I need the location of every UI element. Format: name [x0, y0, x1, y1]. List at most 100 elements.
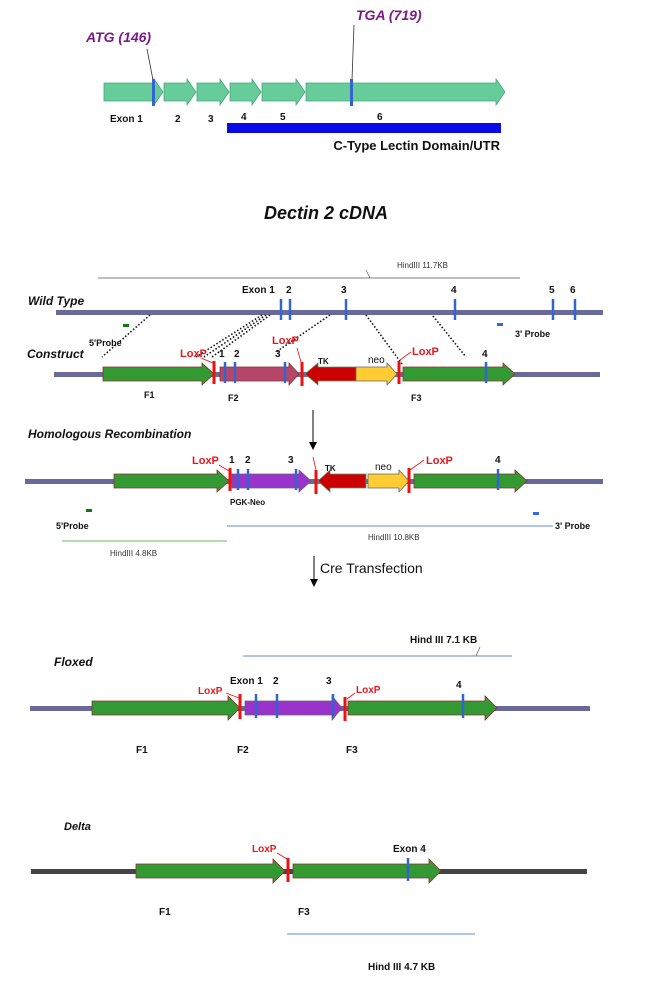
floxed-exon-marker-3	[331, 694, 335, 718]
floxed-f3-arrow	[347, 695, 498, 721]
construct-exon-marker-1	[223, 362, 227, 383]
construct-neo-arrow	[355, 361, 398, 387]
construct-f3-arrow	[402, 362, 516, 386]
wt-exon-marker-6	[573, 299, 577, 320]
delta-loxp-label: LoxP	[252, 844, 277, 855]
hr-loxp-1	[228, 468, 232, 491]
construct-section: Construct LoxP LoxP LoxP 1 2 3 4 TK neo …	[27, 335, 600, 403]
hr-exon-marker-1	[236, 469, 240, 490]
hr-hind-large-label: HindIII 10.8KB	[368, 533, 420, 542]
hr-5prime-probe-label: 5'Probe	[56, 521, 89, 531]
wt-exon-marker-3	[344, 299, 348, 320]
floxed-exon-label-1: Exon 1	[230, 676, 263, 687]
construct-exon-marker-3	[283, 362, 287, 383]
floxed-loxp-label-2: LoxP	[356, 685, 381, 696]
wt-3prime-probe-label: 3' Probe	[515, 329, 550, 339]
construct-exon-label-4: 4	[482, 349, 488, 360]
wt-5prime-probe-label: 5'Probe	[89, 338, 122, 348]
floxed-loxp-1	[238, 694, 242, 719]
construct-exon-label-3: 3	[275, 349, 281, 360]
atg-label: ATG (146)	[85, 29, 151, 45]
construct-fragment-f2: F2	[228, 393, 239, 403]
floxed-hind-label: Hind III 7.1 KB	[410, 635, 477, 646]
cdna-exon-label-5: 5	[280, 112, 286, 123]
cdna-exon-label-1: Exon 1	[110, 114, 143, 125]
construct-exon-marker-2	[233, 362, 237, 383]
atg-marker	[152, 79, 155, 106]
floxed-exon-label-3: 3	[326, 676, 332, 687]
floxed-exon-label-4: 4	[456, 680, 462, 691]
wt-exon-marker-1	[279, 299, 283, 320]
construct-loxp-1	[212, 361, 216, 384]
hr-loxp-3	[407, 468, 411, 493]
wt-hind-label: HindIII 11.7KB	[397, 261, 448, 270]
cdna-exon-arrows	[103, 77, 506, 107]
construct-loxp-leader-1	[200, 357, 214, 364]
delta-f3-arrow	[292, 858, 442, 884]
hr-neo-label: neo	[375, 462, 392, 473]
hr-5prime-probe-mark	[86, 509, 92, 512]
floxed-loxp-2	[343, 697, 347, 721]
tga-leader-line	[351, 24, 355, 81]
delta-loxp	[286, 858, 290, 882]
cdna-section: ATG (146) TGA (719) Exon 1 2 3 4 5 6 C-T…	[85, 7, 506, 223]
hr-exon-label-3: 3	[288, 455, 294, 466]
delta-section: Delta LoxP Exon 4 F1 F3 Hind III 4.7 KB	[31, 821, 587, 973]
cdna-exon-label-2: 2	[175, 114, 181, 125]
homologous-section: Homologous Recombination LoxP LoxP 1 2 3…	[25, 427, 603, 558]
construct-title: Construct	[27, 347, 85, 361]
homology-dotted-lines	[101, 314, 467, 365]
floxed-fragment-f3: F3	[346, 745, 358, 756]
hr-f3-arrow	[413, 469, 528, 493]
atg-leader-line	[146, 48, 154, 81]
hr-exon-marker-2	[246, 469, 250, 490]
hr-loxp-leader-2	[312, 456, 317, 471]
construct-tk-label: TK	[318, 357, 329, 366]
cdna-exon-label-6: 6	[377, 112, 383, 123]
floxed-f1-arrow	[91, 695, 241, 721]
hr-loxp-2	[314, 470, 318, 494]
construct-loxp-3	[397, 361, 401, 384]
hr-exon-label-2: 2	[245, 455, 251, 466]
cdna-exon-arrow-5	[261, 77, 306, 107]
wt-5prime-probe-mark	[123, 324, 129, 327]
delta-fragment-f3: F3	[298, 907, 310, 918]
hr-exon-marker-4	[496, 469, 500, 490]
delta-parts	[135, 852, 442, 884]
delta-exon4-marker	[406, 858, 410, 881]
hr-loxp-label-2: LoxP	[426, 455, 453, 467]
wt-exon-label-1: Exon 1	[242, 285, 275, 296]
cdna-exon-arrow-3	[196, 77, 230, 107]
hr-neo-arrow	[367, 468, 410, 494]
hr-exon-marker-3	[294, 469, 298, 490]
floxed-hind-leader	[475, 646, 481, 657]
floxed-title: Floxed	[54, 655, 93, 669]
tga-marker	[350, 79, 353, 106]
hr-loxp-leader-3	[409, 459, 425, 471]
delta-hind-label: Hind III 4.7 KB	[368, 962, 435, 973]
construct-loxp-leader-3	[399, 351, 412, 361]
wt-exon-label-4: 4	[451, 285, 457, 296]
hr-f1-arrow	[113, 469, 230, 493]
floxed-fragment-f1: F1	[136, 745, 148, 756]
hr-3prime-probe-label: 3' Probe	[555, 521, 590, 531]
cre-transfection-label: Cre Transfection	[320, 560, 423, 576]
wt-backbone	[56, 310, 603, 315]
wt-exon-label-3: 3	[341, 285, 347, 296]
wt-3prime-probe-mark	[497, 323, 503, 326]
hr-tk-label: TK	[325, 464, 336, 473]
floxed-fragment-f2: F2	[237, 745, 249, 756]
delta-fragment-f1: F1	[159, 907, 171, 918]
construct-exon-label-2: 2	[234, 349, 240, 360]
construct-parts	[102, 347, 516, 387]
hr-exon-label-4: 4	[495, 455, 501, 466]
construct-loxp-label-3: LoxP	[412, 346, 439, 358]
delta-loxp-leader	[276, 852, 288, 860]
cdna-exon-label-3: 3	[208, 114, 214, 125]
hr-loxp-label-1: LoxP	[192, 455, 219, 467]
delta-title: Delta	[64, 821, 91, 833]
floxed-exon-marker-4	[461, 694, 465, 718]
tga-label: TGA (719)	[356, 7, 422, 23]
wt-exon-label-5: 5	[549, 285, 555, 296]
hr-tk-arrow	[317, 469, 367, 493]
